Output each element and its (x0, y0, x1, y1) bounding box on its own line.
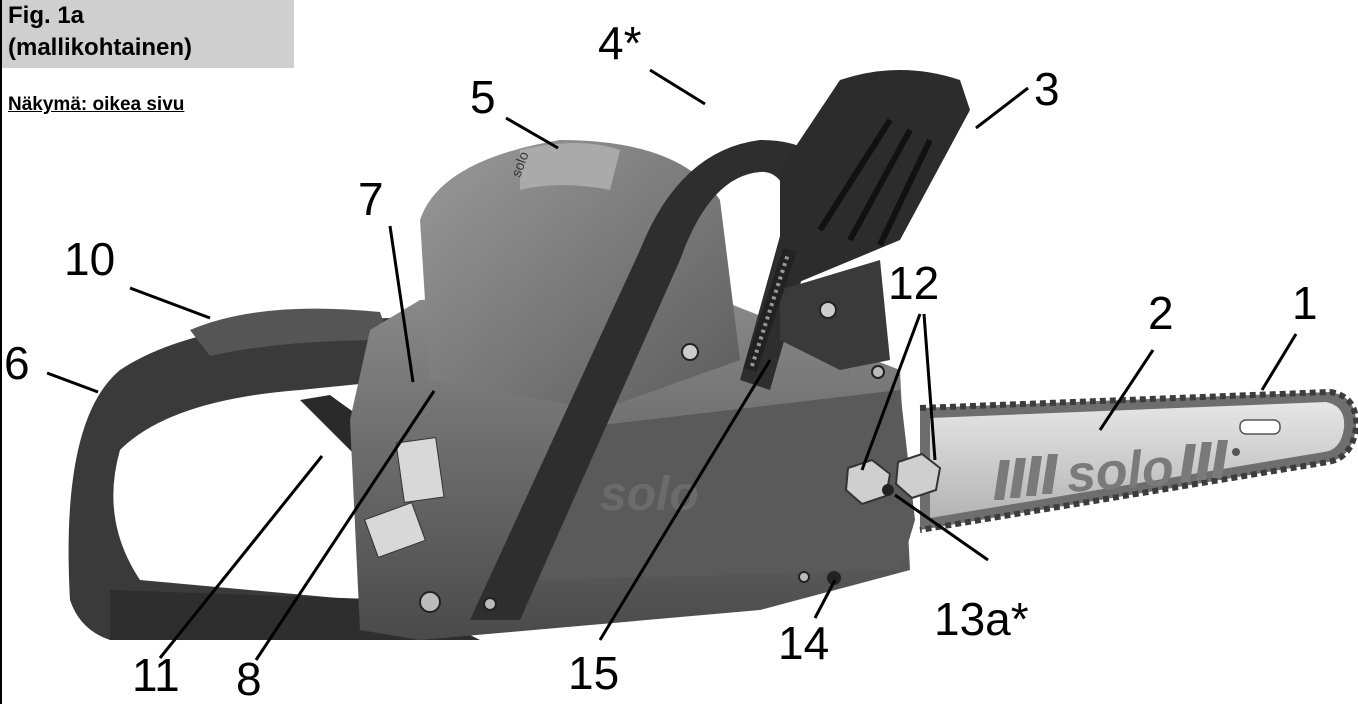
bar-nuts (844, 452, 942, 506)
chain-tensioner-screw (882, 484, 894, 496)
label-6: 6 (4, 337, 30, 389)
label-7: 7 (358, 173, 384, 225)
bar-logo-badge (1239, 419, 1281, 435)
label-4: 4* (598, 17, 642, 69)
label-8: 8 (236, 653, 262, 705)
label-15: 15 (568, 647, 620, 699)
label-13a: 13a* (934, 593, 1029, 645)
svg-text:solo: solo (600, 468, 699, 521)
figure-title-box: Fig. 1a (mallikohtainen) (2, 0, 294, 68)
top-cover (420, 140, 740, 410)
brand-stripes-right (1180, 440, 1228, 482)
figure-title-line1: Fig. 1a (8, 2, 85, 29)
view-label: Näkymä: oikea sivu (8, 94, 185, 115)
leader-lines (46, 68, 1298, 661)
label-12: 12 (888, 257, 940, 309)
label-2: 2 (1148, 287, 1174, 339)
hand-guard (780, 70, 970, 370)
brand-logo: solo (1065, 439, 1176, 504)
label-11: 11 (132, 649, 180, 701)
front-handle (470, 140, 830, 620)
label-5: 5 (470, 71, 496, 123)
oil-pump-screw (827, 571, 841, 585)
label-10: 10 (64, 233, 116, 285)
figure-title: Fig. 1a (mallikohtainen) (8, 0, 192, 64)
left-border (0, 0, 2, 704)
guide-bar: solo (919, 388, 1358, 533)
figure-title-line2: (mallikohtainen) (8, 34, 193, 61)
label-14: 14 (778, 617, 830, 669)
label-3: 3 (1034, 63, 1060, 115)
sprocket-cover (540, 390, 915, 580)
brand-stripes-left (994, 454, 1058, 500)
anti-vibration-spring (743, 247, 797, 373)
label-1: 1 (1292, 277, 1318, 329)
